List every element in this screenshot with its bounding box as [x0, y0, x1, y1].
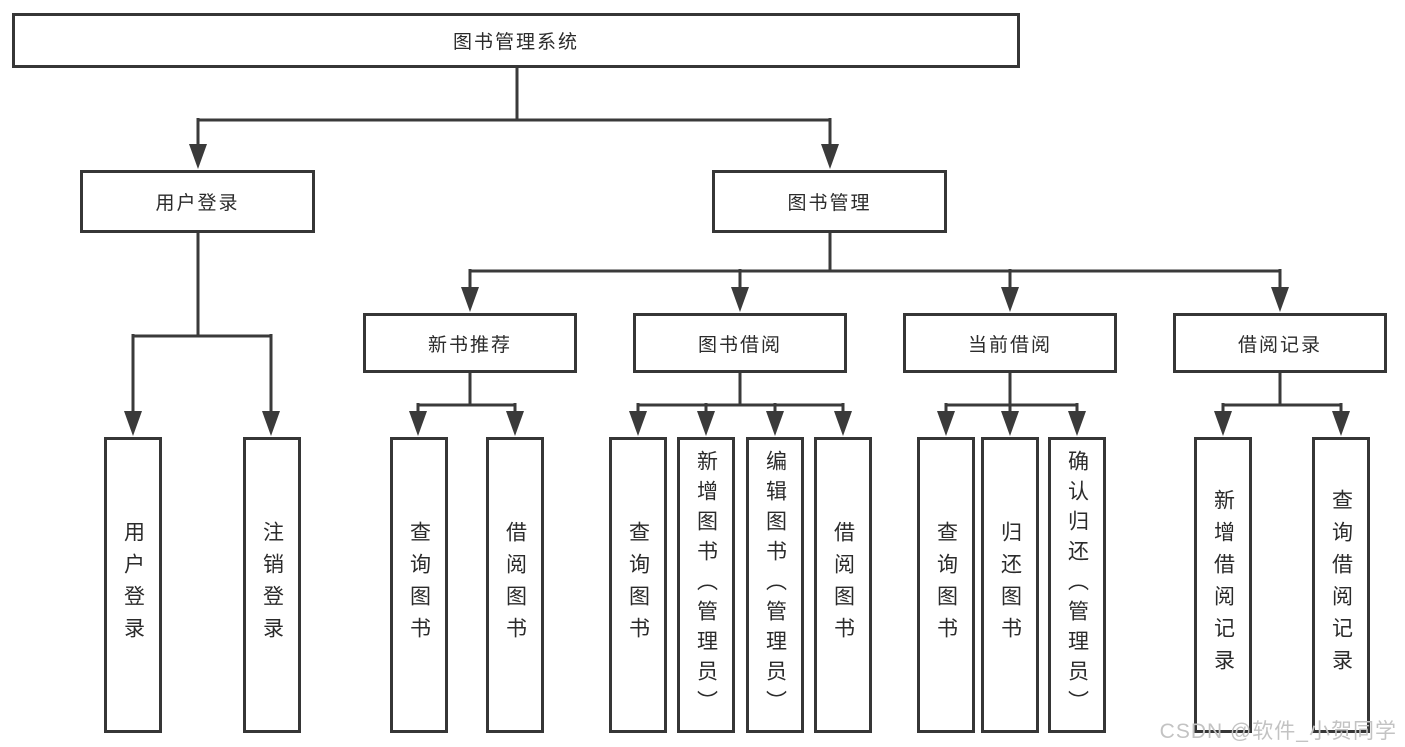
- node-user-login-label: 用户登录: [155, 193, 240, 214]
- node-root-label: 图书管理系统: [452, 32, 579, 53]
- leaf-nb-query-books-label: 查询图书: [407, 521, 431, 649]
- leaf-br-add-record-label: 新增借阅记录: [1211, 489, 1235, 681]
- leaf-cb-query-books: 查询图书: [917, 437, 975, 733]
- node-new-book-recommend-label: 新书推荐: [427, 334, 512, 356]
- leaf-br-query-record: 查询借阅记录: [1312, 437, 1370, 733]
- leaf-br-query-record-label: 查询借阅记录: [1329, 489, 1353, 681]
- csdn-watermark: CSDN @软件_小贺同学: [1159, 720, 1397, 743]
- node-current-borrowing: 当前借阅: [903, 313, 1117, 373]
- node-book-borrowing: 图书借阅: [633, 313, 847, 373]
- leaf-nb-query-books: 查询图书: [390, 437, 448, 733]
- leaf-bb-query-books-label: 查询图书: [626, 521, 650, 649]
- node-book-management-label: 图书管理: [787, 193, 872, 214]
- leaf-cb-query-books-label: 查询图书: [934, 521, 958, 649]
- leaf-bb-query-books: 查询图书: [609, 437, 667, 733]
- leaf-cb-return-books: 归还图书: [981, 437, 1039, 733]
- node-new-book-recommend: 新书推荐: [363, 313, 577, 373]
- node-book-borrowing-label: 图书借阅: [697, 334, 782, 356]
- node-user-login: 用户登录: [80, 170, 315, 233]
- node-current-borrowing-label: 当前借阅: [967, 334, 1052, 356]
- leaf-cb-confirm-return-admin: 确认归还（管理员）: [1048, 437, 1106, 733]
- leaf-bb-edit-books-admin: 编辑图书（管理员）: [746, 437, 804, 733]
- leaf-bb-borrow-books-label: 借阅图书: [831, 521, 855, 649]
- leaf-bb-edit-books-admin-label: 编辑图书（管理员）: [763, 450, 787, 720]
- leaf-bb-borrow-books: 借阅图书: [814, 437, 872, 733]
- node-book-management: 图书管理: [712, 170, 947, 233]
- leaf-logout-label: 注销登录: [260, 521, 284, 649]
- leaf-nb-borrow-books: 借阅图书: [486, 437, 544, 733]
- node-borrowing-records-label: 借阅记录: [1237, 334, 1322, 356]
- node-borrowing-records: 借阅记录: [1173, 313, 1387, 373]
- leaf-user-login: 用户登录: [104, 437, 162, 733]
- leaf-cb-confirm-return-admin-label: 确认归还（管理员）: [1065, 450, 1089, 720]
- leaf-logout: 注销登录: [243, 437, 301, 733]
- node-root: 图书管理系统: [12, 13, 1020, 68]
- leaf-bb-add-books-admin-label: 新增图书（管理员）: [694, 450, 718, 720]
- leaf-bb-add-books-admin: 新增图书（管理员）: [677, 437, 735, 733]
- leaf-cb-return-books-label: 归还图书: [998, 521, 1022, 649]
- leaf-br-add-record: 新增借阅记录: [1194, 437, 1252, 733]
- leaf-user-login-label: 用户登录: [121, 521, 145, 649]
- leaf-nb-borrow-books-label: 借阅图书: [503, 521, 527, 649]
